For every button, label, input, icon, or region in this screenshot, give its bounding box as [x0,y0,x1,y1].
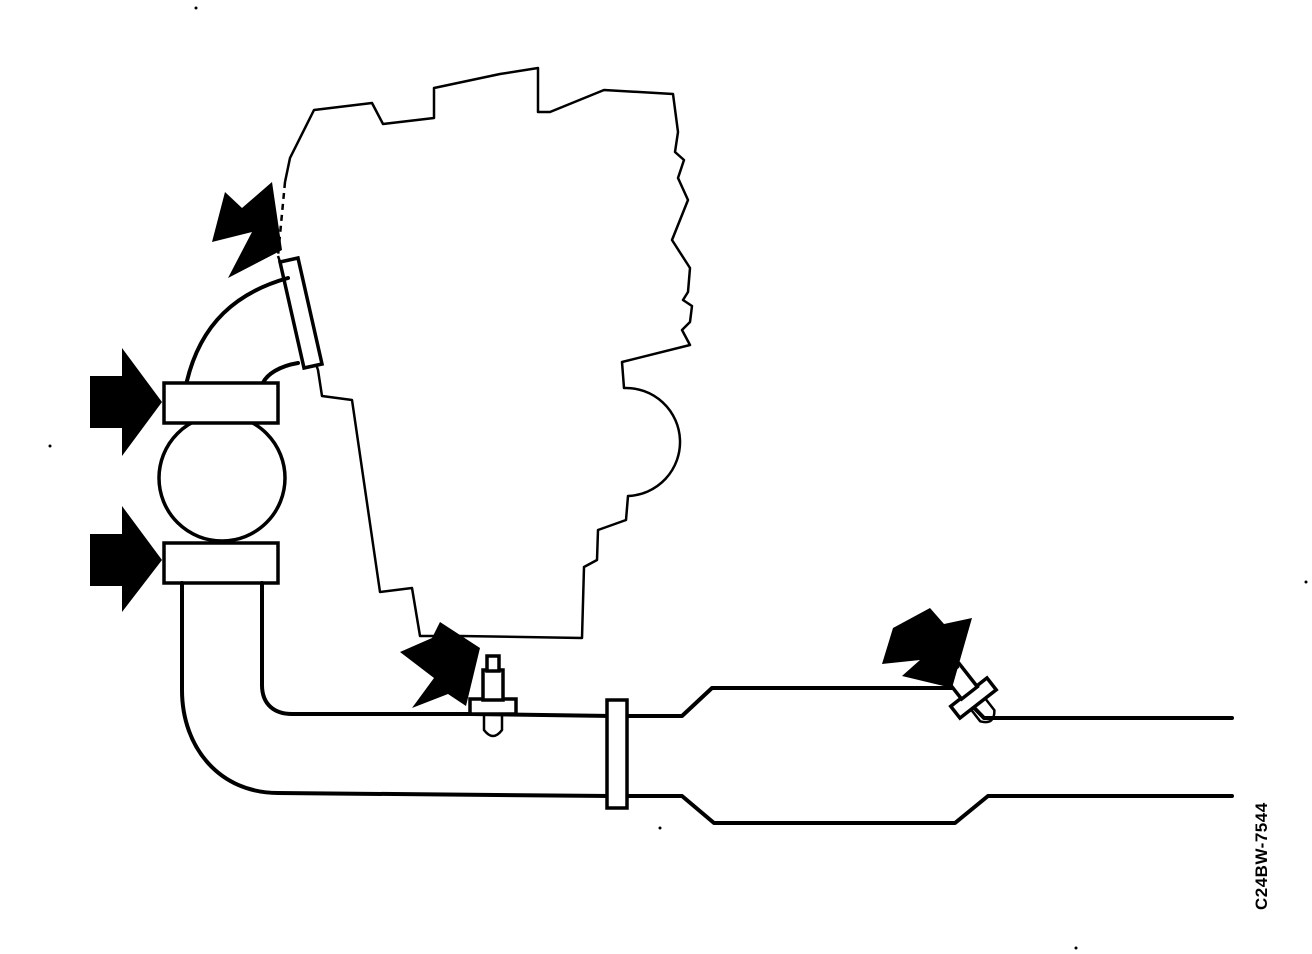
rear-sensor-arrow [882,608,972,688]
engine-flange-arrow [212,182,282,278]
exhaust-pipe-outer [180,581,1234,825]
front-sensor-arrow [400,622,480,708]
scan-specks [48,6,1308,950]
manifold-flange [277,255,325,371]
engine-block-dashed-edge [276,181,287,257]
figure-code: C24BW-7544 [1252,802,1271,910]
lower-clamp [162,541,280,585]
pipe-joint-flange [605,698,629,810]
upper-clamp-arrow [90,348,162,456]
engine-block-outline [276,66,694,640]
ball-joint [157,413,287,543]
front-oxygen-sensor [468,654,518,738]
upper-clamp [162,381,280,425]
front-pipe-outer [184,276,290,387]
lower-clamp-arrow [90,506,162,612]
exhaust-pipe-inner [260,581,1234,720]
